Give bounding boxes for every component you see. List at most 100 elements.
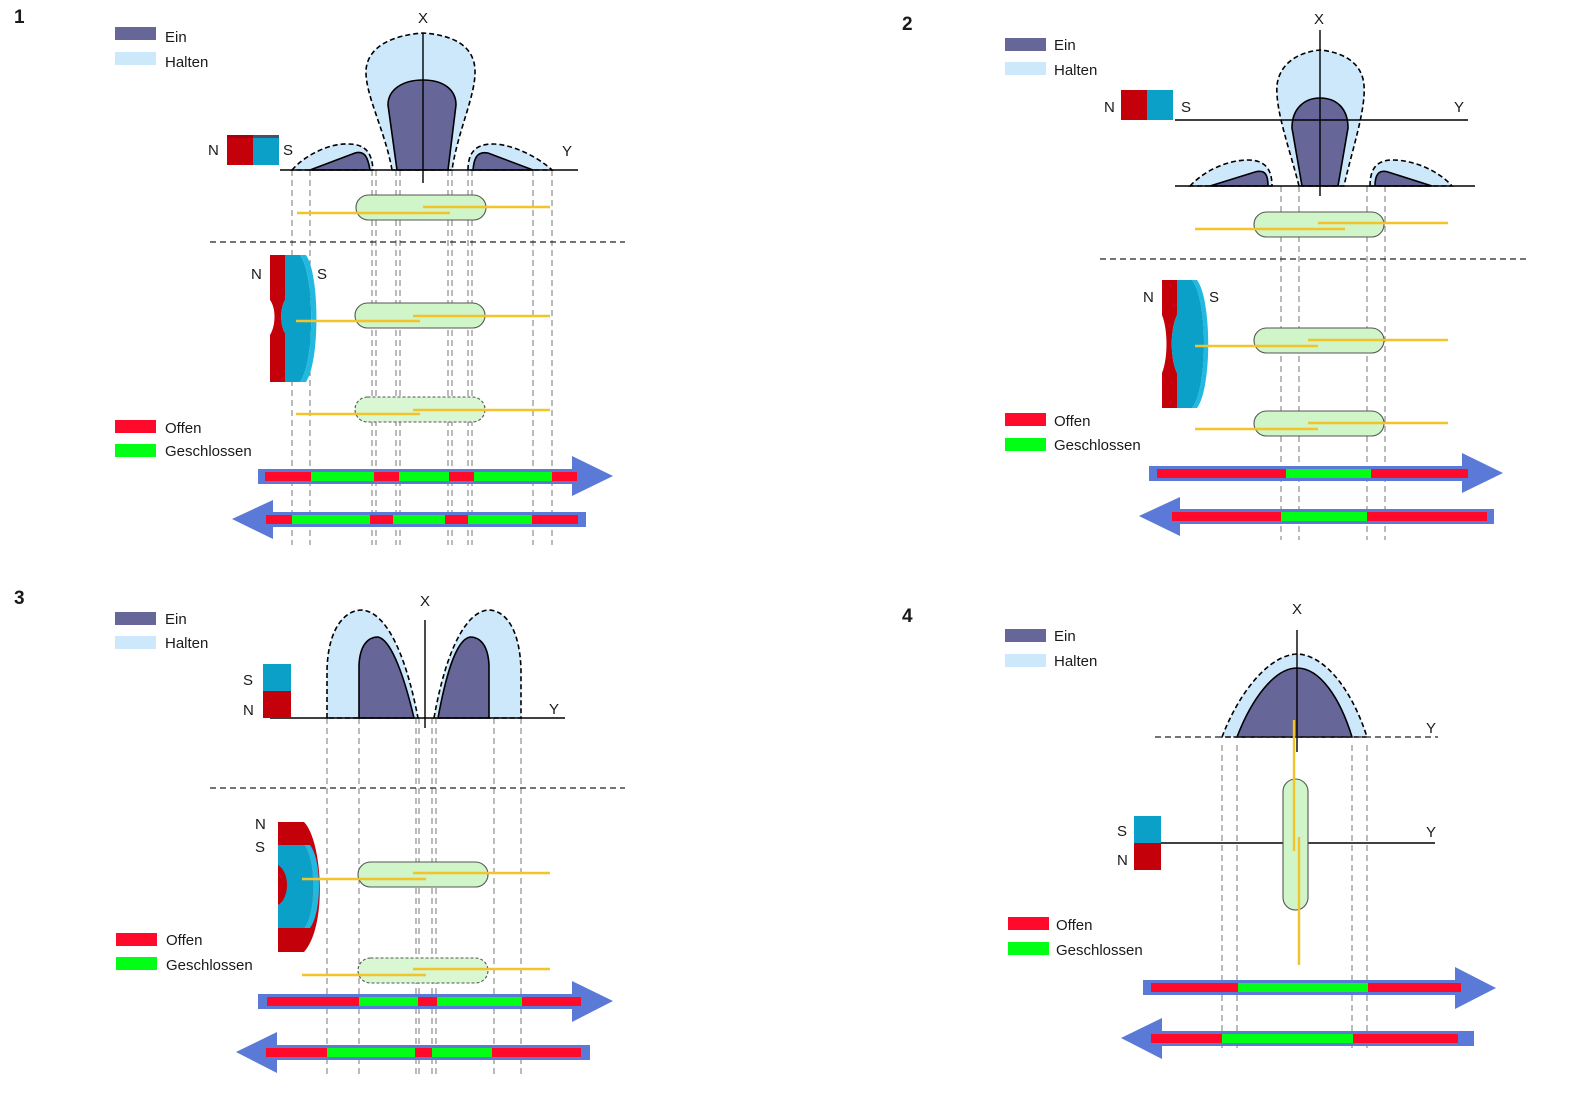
state-offen — [266, 515, 292, 524]
magnet-pole-south: S — [283, 142, 293, 159]
x-axis-label: X — [1314, 11, 1324, 28]
forward-direction-bar — [258, 456, 613, 496]
switch-point-guides — [291, 170, 553, 545]
state-geschlossen — [399, 472, 449, 481]
state-geschlossen — [437, 997, 522, 1006]
state-offen — [267, 997, 359, 1006]
state-geschlossen — [393, 515, 445, 524]
legend-label-ein: Ein — [165, 29, 187, 46]
magnet-pole-north: N — [243, 702, 254, 719]
magnet-pole-south: S — [255, 839, 265, 856]
reed-switch-vertical — [1282, 720, 1309, 965]
legend-label-halten: Halten — [165, 635, 208, 652]
state-offen — [1371, 469, 1468, 478]
reed-switch — [1195, 211, 1448, 238]
backward-direction-bar — [1139, 497, 1494, 536]
panel-number: 4 — [902, 606, 913, 627]
magnet-pole-north: N — [1104, 99, 1115, 116]
y-axis-label: Y — [549, 701, 559, 718]
legend-swatch-ein — [115, 612, 156, 625]
panel-number: 3 — [14, 588, 25, 609]
state-offen — [370, 515, 393, 524]
magnet-pole-north: N — [1117, 852, 1128, 869]
forward-direction-bar — [258, 981, 613, 1022]
ein-zone-left — [358, 636, 416, 719]
y-axis-label: Y — [562, 143, 572, 160]
legend-label-halten: Halten — [1054, 62, 1097, 79]
legend-swatch-geschlossen — [115, 444, 156, 457]
panel-3: 3 Ein Halten X Y S N — [14, 588, 625, 1078]
bar-magnet-vertical: S N — [243, 664, 291, 719]
reed-switch-closed — [1195, 327, 1448, 354]
panel-number: 2 — [902, 14, 913, 35]
ring-magnet: N S — [1143, 280, 1219, 408]
legend-label-ein: Ein — [1054, 628, 1076, 645]
legend-label-halten: Halten — [165, 54, 208, 71]
state-offen — [265, 472, 311, 481]
magnet-pole-south: S — [1209, 289, 1219, 306]
magnet-pole-north: N — [1143, 289, 1154, 306]
state-geschlossen — [1222, 1034, 1353, 1043]
legend-swatch-halten — [1005, 62, 1046, 75]
legend-label-halten: Halten — [1054, 653, 1097, 670]
y-axis-label: Y — [1426, 720, 1436, 737]
ein-zone-right — [472, 151, 534, 171]
state-offen — [492, 1048, 581, 1057]
panel-2: 2 Ein Halten X Y N S — [902, 11, 1528, 540]
backward-direction-bar — [232, 500, 586, 539]
backward-direction-bar — [1121, 1018, 1474, 1059]
state-offen — [1353, 1034, 1458, 1043]
x-axis-label: X — [420, 593, 430, 610]
switch-point-guides — [1221, 745, 1368, 1048]
legend-swatch-offen — [115, 420, 156, 433]
state-offen — [532, 515, 578, 524]
panel-number: 1 — [14, 7, 25, 28]
legend-label-geschlossen: Geschlossen — [1054, 437, 1141, 454]
ein-zone-center — [387, 79, 457, 171]
bar-magnet-vertical: S N — [1117, 816, 1161, 870]
state-geschlossen — [468, 515, 532, 524]
legend-swatch-halten — [115, 52, 156, 65]
legend-swatch-offen — [1005, 413, 1046, 426]
reed-switch — [297, 194, 550, 221]
reed-switch-released — [302, 957, 550, 984]
state-offen — [522, 997, 581, 1006]
legend-swatch-ein — [115, 27, 156, 40]
legend-label-geschlossen: Geschlossen — [166, 957, 253, 974]
magnet-pole-north: N — [251, 266, 262, 283]
reed-switch-closed — [296, 302, 550, 329]
state-offen — [1172, 512, 1281, 521]
state-offen — [449, 472, 474, 481]
magnet-pole-north: N — [208, 142, 219, 159]
legend-swatch-offen — [1008, 917, 1049, 930]
switch-point-guides — [326, 718, 522, 1078]
legend-swatch-geschlossen — [116, 957, 157, 970]
legend-swatch-geschlossen — [1005, 438, 1046, 451]
state-offen — [415, 1048, 432, 1057]
legend-label-geschlossen: Geschlossen — [1056, 942, 1143, 959]
legend-label-offen: Offen — [1054, 413, 1090, 430]
legend-swatch-halten — [1005, 654, 1046, 667]
state-offen — [374, 472, 399, 481]
state-offen — [1157, 469, 1286, 478]
bar-magnet: N S — [208, 135, 293, 165]
legend-label-offen: Offen — [1056, 917, 1092, 934]
state-offen — [445, 515, 468, 524]
reed-switch-released — [1195, 410, 1448, 437]
state-offen — [1151, 983, 1238, 992]
legend-label-ein: Ein — [1054, 37, 1076, 54]
ein-zone-right — [1374, 170, 1433, 187]
reed-switch-released — [296, 396, 550, 423]
magnet-pole-north: N — [255, 816, 266, 833]
switch-point-guides — [1280, 186, 1386, 540]
state-offen — [1151, 1034, 1222, 1043]
state-offen — [418, 997, 437, 1006]
legend-swatch-halten — [115, 636, 156, 649]
legend-label-offen: Offen — [166, 932, 202, 949]
legend-swatch-ein — [1005, 629, 1046, 642]
state-geschlossen — [1238, 983, 1368, 992]
state-geschlossen — [359, 997, 418, 1006]
state-geschlossen — [432, 1048, 492, 1057]
magnet-pole-south: S — [243, 672, 253, 689]
magnet-pole-south: S — [317, 266, 327, 283]
